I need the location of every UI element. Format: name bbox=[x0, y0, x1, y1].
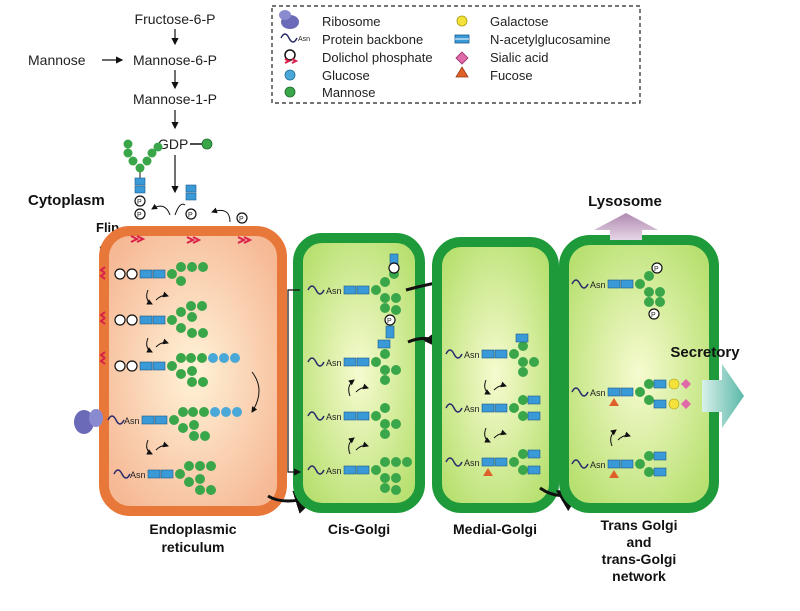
svg-text:Asn: Asn bbox=[590, 280, 606, 290]
svg-text:Asn: Asn bbox=[298, 36, 310, 43]
glucose-icon bbox=[284, 69, 296, 81]
legend-fucose: Fucose bbox=[490, 68, 533, 83]
ribosome-icon bbox=[279, 10, 299, 29]
medial-glycan-2: Asn bbox=[445, 395, 541, 421]
svg-text:Asn: Asn bbox=[590, 460, 606, 470]
fructose6p-label: Fructose-6-P bbox=[135, 11, 216, 27]
legend-ribosome: Ribosome bbox=[322, 14, 381, 29]
svg-text:P: P bbox=[239, 216, 244, 223]
mannose1p-label: Mannose-1-P bbox=[133, 91, 217, 107]
medial-golgi-compartment bbox=[432, 237, 559, 513]
trans-glycan-3: Asn bbox=[571, 451, 667, 478]
svg-text:Asn: Asn bbox=[464, 404, 480, 414]
galactose-icon bbox=[456, 15, 468, 27]
legend-galactose: Galactose bbox=[490, 14, 549, 29]
lysosome-arrow bbox=[594, 213, 658, 240]
svg-text:Asn: Asn bbox=[590, 388, 606, 398]
dolichol-precursor-1: P P bbox=[123, 139, 163, 220]
secretory-label: Secretory bbox=[670, 344, 740, 361]
gdp-label: GDP bbox=[158, 136, 188, 152]
dolichol-precursor-3: P bbox=[236, 212, 248, 224]
ribosome-er bbox=[74, 409, 103, 434]
cis-glycan-1: Asn P bbox=[307, 253, 401, 339]
trans-label-2: and bbox=[627, 534, 652, 550]
svg-text:Asn: Asn bbox=[464, 350, 480, 360]
medial-glycan-3: Asn bbox=[445, 449, 541, 476]
legend-protein-backbone: Protein backbone bbox=[322, 32, 423, 47]
svg-text:P: P bbox=[654, 266, 659, 273]
cis-glycan-4: Asn bbox=[307, 457, 412, 495]
fucose-icon bbox=[455, 66, 469, 78]
er-membrane-dolichols bbox=[99, 235, 253, 365]
er-glycan-4: Asn bbox=[107, 407, 242, 441]
svg-text:Asn: Asn bbox=[326, 286, 342, 296]
er-label-2: reticulum bbox=[161, 539, 224, 555]
er-glycan-5: Asn bbox=[113, 461, 216, 495]
dolichol-phosphate-icon bbox=[284, 49, 299, 64]
protein-backbone-icon: Asn bbox=[280, 33, 310, 43]
legend-dolichol-phosphate: Dolichol phosphate bbox=[322, 50, 433, 65]
legend-mannose: Mannose bbox=[322, 85, 375, 100]
svg-text:P: P bbox=[188, 212, 193, 219]
trans-glycan-1: Asn P P bbox=[571, 262, 665, 320]
cis-glycan-3: Asn bbox=[307, 403, 401, 439]
glcnac-icon bbox=[454, 34, 470, 44]
medial-glycan-1: Asn bbox=[445, 333, 539, 377]
cytoplasm-label: Cytoplasm bbox=[28, 192, 105, 209]
sialic-acid-icon bbox=[455, 51, 469, 65]
svg-text:Asn: Asn bbox=[464, 458, 480, 468]
cis-glycan-2: Asn bbox=[307, 339, 401, 385]
cis-golgi-compartment bbox=[293, 233, 425, 513]
mannose-label: Mannose bbox=[28, 52, 86, 68]
svg-text:P: P bbox=[137, 212, 142, 219]
svg-text:Asn: Asn bbox=[124, 416, 140, 426]
svg-text:P: P bbox=[137, 199, 142, 206]
legend-sialic: Sialic acid bbox=[490, 50, 549, 65]
dolichol-precursor-2: P bbox=[185, 184, 197, 220]
secretory-arrow bbox=[702, 364, 744, 428]
svg-text:Asn: Asn bbox=[326, 412, 342, 422]
legend-box bbox=[271, 5, 641, 104]
er-glycan-3 bbox=[114, 353, 240, 387]
trans-glycan-2: Asn bbox=[571, 378, 691, 410]
cis-golgi-label: Cis-Golgi bbox=[328, 521, 390, 537]
er-glycan-2 bbox=[114, 301, 208, 338]
svg-text:P: P bbox=[651, 312, 656, 319]
mannose6p-label: Mannose-6-P bbox=[133, 52, 217, 68]
trans-label-3: trans-Golgi bbox=[602, 551, 677, 567]
svg-text:P: P bbox=[387, 318, 392, 325]
er-glycan-1 bbox=[114, 262, 208, 286]
legend-glucose: Glucose bbox=[322, 68, 370, 83]
mannose-icon bbox=[284, 86, 296, 98]
svg-text:Asn: Asn bbox=[130, 470, 146, 480]
trans-label-4: network bbox=[612, 568, 666, 584]
lysosome-label: Lysosome bbox=[588, 193, 662, 210]
svg-text:Asn: Asn bbox=[326, 466, 342, 476]
medial-golgi-label: Medial-Golgi bbox=[453, 521, 537, 537]
legend-glcnac: N-acetylglucosamine bbox=[490, 32, 611, 47]
er-label-1: Endoplasmic bbox=[149, 521, 236, 537]
trans-label-1: Trans Golgi bbox=[600, 517, 677, 533]
svg-text:Asn: Asn bbox=[326, 358, 342, 368]
